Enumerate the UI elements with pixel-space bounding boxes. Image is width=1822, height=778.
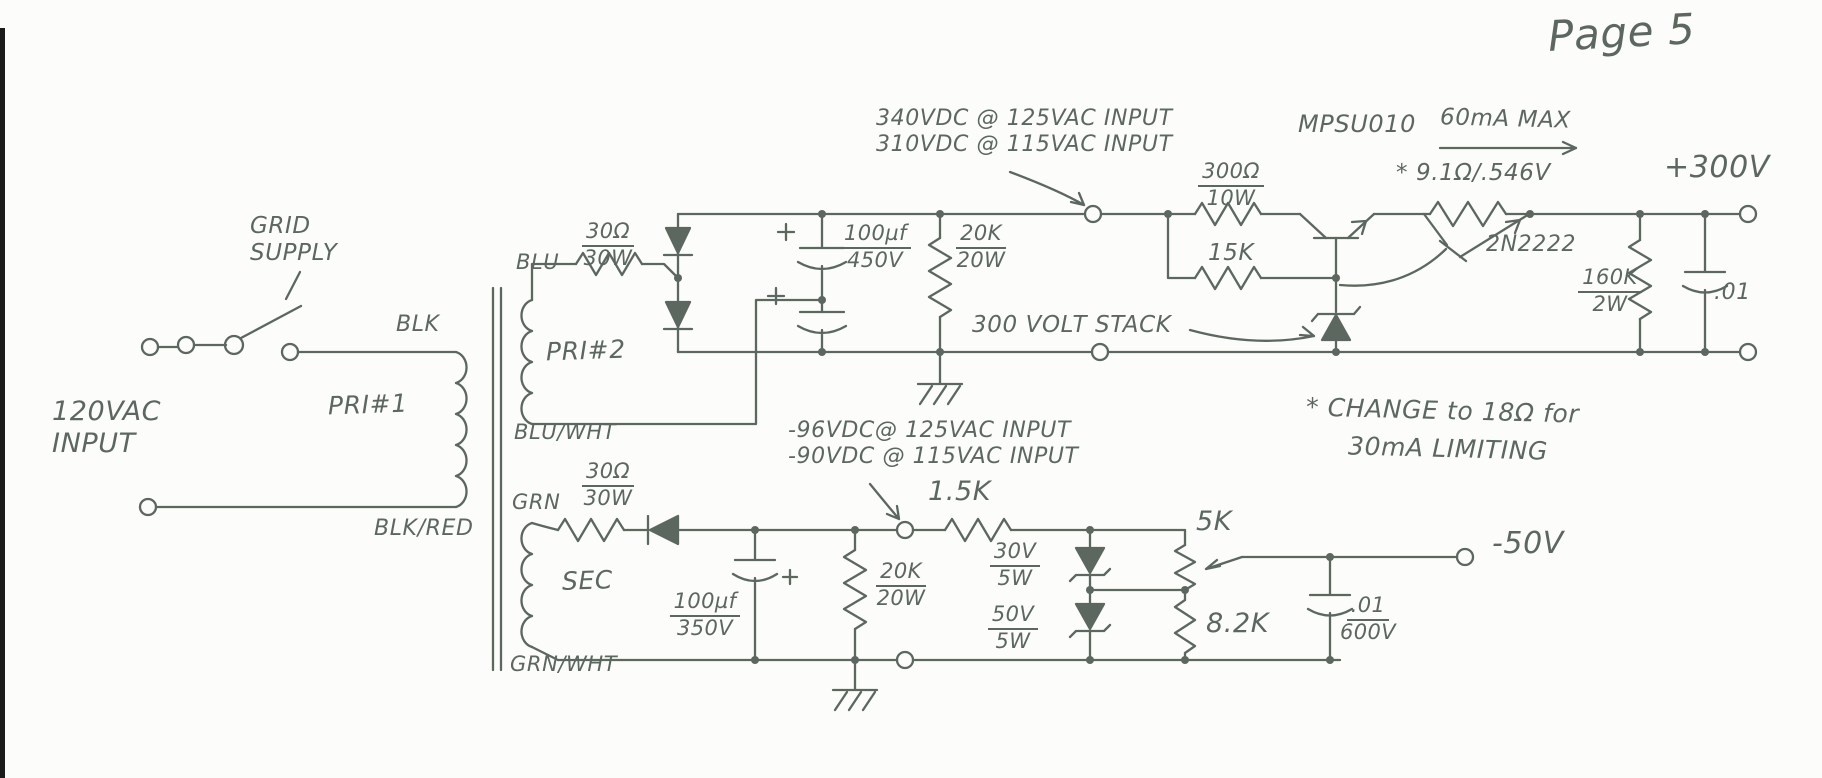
rail-terminal-bias	[895, 650, 915, 670]
plus-sign	[781, 568, 799, 586]
grid-supply-leader	[284, 270, 302, 301]
c100uf-350v-value: 100µf 350V	[668, 589, 742, 640]
regulator-circuit	[1099, 200, 1758, 362]
c100uf-450v-value: 100µf 450V	[840, 221, 911, 272]
switch-lever	[239, 304, 303, 340]
2n2222-label: 2N2222	[1486, 232, 1577, 257]
output-300v-label: +300V	[1664, 150, 1770, 185]
resistor-9r1	[1428, 200, 1508, 228]
ground-symbol-bias	[831, 658, 879, 712]
grn-wire-label: GRN	[512, 490, 561, 514]
arrow-60ma-underline	[1438, 140, 1578, 156]
zener-50v-value: 50V 5W	[986, 602, 1040, 653]
pri1-label: PRI#1	[327, 388, 409, 421]
r300-value: 300Ω 10W	[1198, 159, 1264, 210]
resistor-20k-top	[927, 236, 953, 319]
primary-winding	[454, 350, 468, 509]
sec-winding	[520, 521, 534, 649]
mpsu010-label: MPSU010	[1298, 110, 1416, 138]
output-neg50v-label: -50V	[1492, 526, 1564, 561]
pri2-label: PRI#2	[545, 334, 627, 367]
plus-sign	[766, 286, 786, 306]
plus-sign	[776, 222, 796, 242]
capacitor-01-600v	[1306, 555, 1354, 662]
grid-supply-label: GRID SUPPLY	[250, 213, 338, 267]
pot-wiper-arrow	[1204, 555, 1244, 571]
test-terminal-340vdc	[1083, 204, 1103, 224]
arrow-to-340vdc-terminal	[1008, 170, 1086, 207]
rectifier-diode-2	[664, 300, 692, 329]
potentiometer-5k	[1173, 543, 1197, 592]
arrow-to-zener-stack	[1188, 325, 1316, 342]
blu-wire-label: BLU	[516, 250, 560, 274]
resistor-300ohm	[1193, 201, 1263, 227]
grn-wht-wire-label: GRN/WHT	[510, 652, 618, 676]
r20k-top-value: 20K 20W	[956, 221, 1006, 272]
ground-symbol-top	[916, 350, 964, 406]
blk-wire-label: BLK	[396, 312, 440, 337]
resistor-1k5	[943, 517, 1013, 543]
bias-circuit	[530, 514, 1475, 712]
blu-wht-wire-label: BLU/WHT	[514, 420, 617, 444]
rail-terminal	[1090, 342, 1110, 362]
pot-5k-label: 5K	[1196, 506, 1233, 537]
resistor-8k2	[1173, 588, 1197, 662]
c01-label: .01	[1714, 280, 1751, 305]
test-point-neg96-label: -96VDC@ 125VAC INPUT -90VDC @ 115VAC INP…	[788, 418, 1079, 469]
zener-30v-value: 30V 5W	[988, 539, 1042, 590]
input-120vac-label: 120VAC INPUT	[52, 396, 162, 459]
capacitor-100uf-450v	[766, 212, 848, 354]
arrow-to-neg96-terminal	[868, 482, 901, 521]
zener-50v	[1068, 602, 1112, 662]
r15k-label: 15K	[1208, 240, 1255, 266]
resistor-160k	[1627, 238, 1653, 321]
capacitor-01	[1681, 212, 1729, 354]
resistor-30ohm-bias	[556, 517, 626, 543]
r20k-bias-value: 20K 20W	[876, 559, 926, 610]
r9r1-label: * 9.1Ω/.546V	[1396, 160, 1551, 186]
r30-bias-value: 30Ω 30W	[582, 459, 634, 510]
page-title: Page 5	[1546, 4, 1697, 61]
test-terminal-neg96	[895, 520, 915, 540]
transformer-symbol	[454, 286, 534, 672]
resistor-20k-bias	[842, 548, 868, 631]
c01-600v-value: .01 600V	[1339, 593, 1397, 644]
page-edge-line	[0, 28, 5, 778]
output-terminal-300v	[1738, 204, 1758, 224]
sec-label: SEC	[561, 565, 614, 596]
r1k5-label: 1.5K	[928, 476, 992, 507]
transistor-2n2222	[1338, 212, 1528, 287]
r30-top-value: 30Ω 30W	[582, 219, 634, 270]
zener-30v	[1068, 528, 1112, 606]
test-point-340vdc-label: 340VDC @ 125VAC INPUT 310VDC @ 115VAC IN…	[876, 106, 1173, 157]
rectifier-diode-1	[664, 226, 692, 255]
r8k2-label: 8.2K	[1206, 608, 1270, 639]
volt-stack-label: 300 VOLT STACK	[972, 312, 1172, 338]
output-terminal-return	[1738, 342, 1758, 362]
doubler-circuit	[530, 204, 1742, 426]
resistor-15k	[1193, 265, 1263, 291]
current-max-label: 60mA MAX	[1439, 104, 1572, 134]
bias-diode	[646, 514, 680, 546]
capacitor-100uf-350v	[731, 528, 799, 662]
pri2-winding	[520, 298, 534, 426]
resistor-30ohm-top	[574, 251, 644, 277]
r160k-value: 160K 2W	[1578, 265, 1642, 316]
output-terminal-neg50	[1455, 547, 1475, 567]
zener-stack-300v	[1310, 305, 1362, 354]
transistor-mpsu010	[1298, 212, 1376, 314]
blk-red-wire-label: BLK/RED	[374, 516, 474, 541]
primary-circuit	[138, 270, 458, 517]
annotation-arrows	[868, 140, 1578, 521]
change-note-line2: 30mA LIMITING	[1347, 431, 1549, 466]
